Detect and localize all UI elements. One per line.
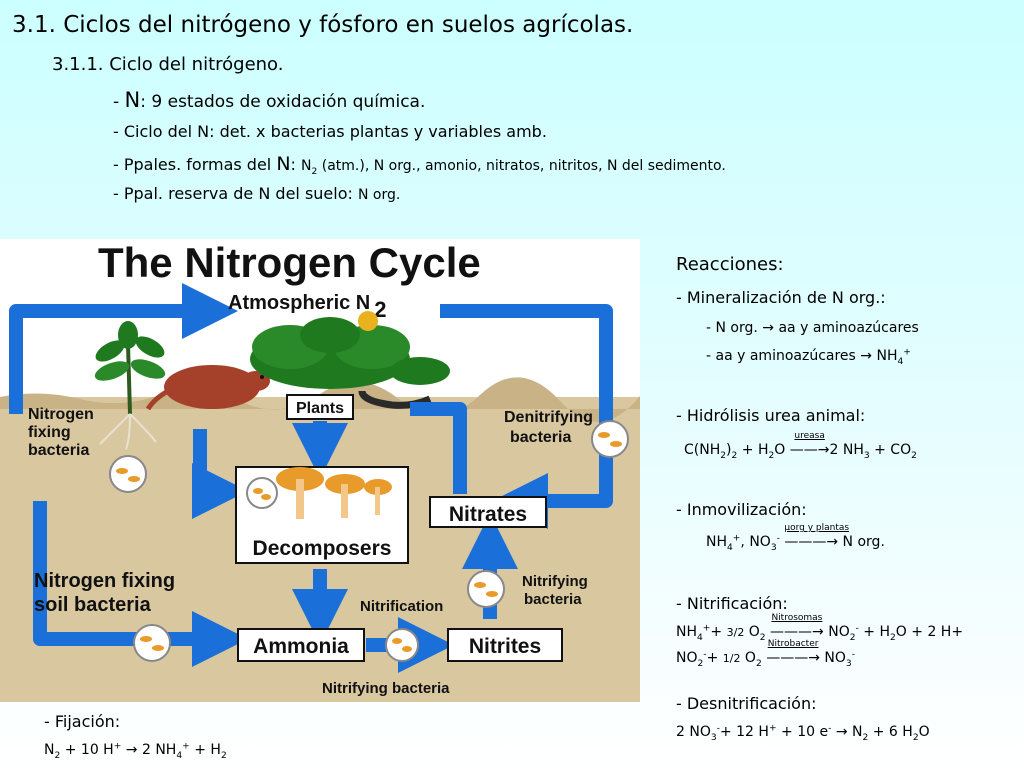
- label-nitrates: Nitrates: [449, 503, 527, 526]
- arrow-icon: →: [125, 742, 138, 758]
- label-ammonia: Ammonia: [253, 635, 349, 658]
- left-plant-icon: [94, 321, 166, 450]
- enzyme-arrow: ureasa——→: [789, 431, 830, 458]
- label-plants: Plants: [296, 400, 344, 417]
- label-nitrogen-fixing-bacteria: Nitrogen fixing bacteria: [28, 406, 98, 459]
- label-nitrogen-fixing-soil-bacteria: Nitrogen fixing soil bacteria: [34, 570, 181, 616]
- central-plant-icon: [250, 311, 450, 409]
- bullet-colon: :: [290, 155, 302, 174]
- hydrolysis-formula: C(NH2)2 + H2O ureasa——→2 NH3 + CO2: [684, 431, 917, 461]
- arrow-icon: →: [860, 348, 873, 364]
- bullet-text: : 9 estados de oxidación química.: [140, 92, 426, 112]
- nitrites-box: [447, 628, 563, 662]
- bacteria-icon: [133, 624, 171, 662]
- plants-label-box: [286, 394, 354, 420]
- bacteria-icon: [109, 455, 147, 493]
- bullet-main-reserve: - Ppal. reserva de N del suelo: N org.: [113, 184, 400, 203]
- immobilization-formula: NH4+, NO3- µorg y plantas———→ N org.: [706, 523, 885, 553]
- nitrification-step-1: NH4++ 3/2 O2 Nitrosomas———→ NO2- + H2O +…: [676, 613, 964, 643]
- enzyme-arrow: Nitrobacter———→: [766, 639, 820, 666]
- enzyme-arrow: Nitrosomas———→: [770, 613, 824, 640]
- label-nitrification: Nitrification: [360, 598, 443, 615]
- bullet-value: N org.: [357, 187, 401, 203]
- label-nitrifying-bacteria-right: Nitrifying bacteria: [522, 573, 592, 608]
- bullet-n2: N2 (atm.), N org., amonio, nitratos, nit…: [301, 158, 726, 177]
- reactions-title: Reacciones:: [676, 254, 784, 275]
- enzyme-arrow: µorg y plantas———→: [784, 523, 850, 550]
- mole-icon: [145, 365, 270, 411]
- mushroom-icon: [246, 467, 392, 519]
- bacteria-icon: [385, 628, 419, 662]
- bullet-prefix: - Ppales. formas del: [113, 155, 277, 174]
- bullet-n: N: [124, 88, 141, 112]
- denitrification-label: - Desnitrificación:: [676, 694, 817, 713]
- arrow-icon: ———: [770, 624, 813, 640]
- mineralization-step-1: - N org. → aa y aminoazúcares: [706, 320, 919, 336]
- ammonia-box: [237, 628, 365, 662]
- arrow-icon: ———: [784, 534, 827, 550]
- label-nitrifying-bacteria-bottom: Nitrifying bacteria: [322, 680, 450, 697]
- arrow-icon: ——: [789, 442, 818, 458]
- section-subtitle: 3.1.1. Ciclo del nitrógeno.: [52, 54, 284, 75]
- hydrolysis-label: - Hidrólisis urea animal:: [676, 406, 866, 425]
- denitrification-formula: 2 NO3-+ 12 H+ + 10 e- → N2 + 6 H2O: [676, 723, 930, 743]
- nitrification-label: - Nitrificación:: [676, 594, 788, 613]
- bullet-prefix: -: [113, 92, 125, 112]
- arrow-icon: →: [835, 724, 848, 740]
- arrow-icon: →: [762, 320, 775, 336]
- bacteria-icon: [591, 420, 629, 458]
- atmosphere-loop-arrows: [9, 283, 613, 529]
- bullet-main-forms: - Ppales. formas del N: N2 (atm.), N org…: [113, 153, 726, 177]
- mineralization-label: - Mineralización de N org.:: [676, 288, 886, 307]
- mineralization-step-2: - aa y aminoazúcares → NH4+: [706, 347, 911, 367]
- immobilization-label: - Inmovilización:: [676, 500, 807, 519]
- bullet-oxidation-states: - N: 9 estados de oxidación química.: [113, 88, 425, 112]
- nitrates-box: [429, 496, 547, 528]
- fijacion-formula: N2 + 10 H+ → 2 NH4+ + H2: [44, 741, 227, 761]
- fijacion-label: - Fijación:: [44, 712, 121, 731]
- bullet-cycle-determination: - Ciclo del N: det. x bacterias plantas …: [113, 122, 547, 141]
- nitrification-step-2: NO2-+ 1/2 O2 Nitrobacter———→ NO3-: [676, 639, 855, 669]
- label-denitrifying-bacteria: Denitrifying bacteria: [504, 409, 597, 446]
- label-decomposers: Decomposers: [253, 537, 392, 560]
- bullet-n: N: [276, 153, 291, 175]
- arrow-icon: ———: [766, 650, 809, 666]
- bullet-prefix: - Ppal. reserva de N del suelo:: [113, 184, 358, 203]
- diagram-title: The Nitrogen Cycle: [98, 239, 481, 286]
- label-nitrites: Nitrites: [469, 635, 541, 658]
- page-title: 3.1. Ciclos del nitrógeno y fósforo en s…: [12, 12, 634, 38]
- bacteria-icon: [467, 570, 505, 608]
